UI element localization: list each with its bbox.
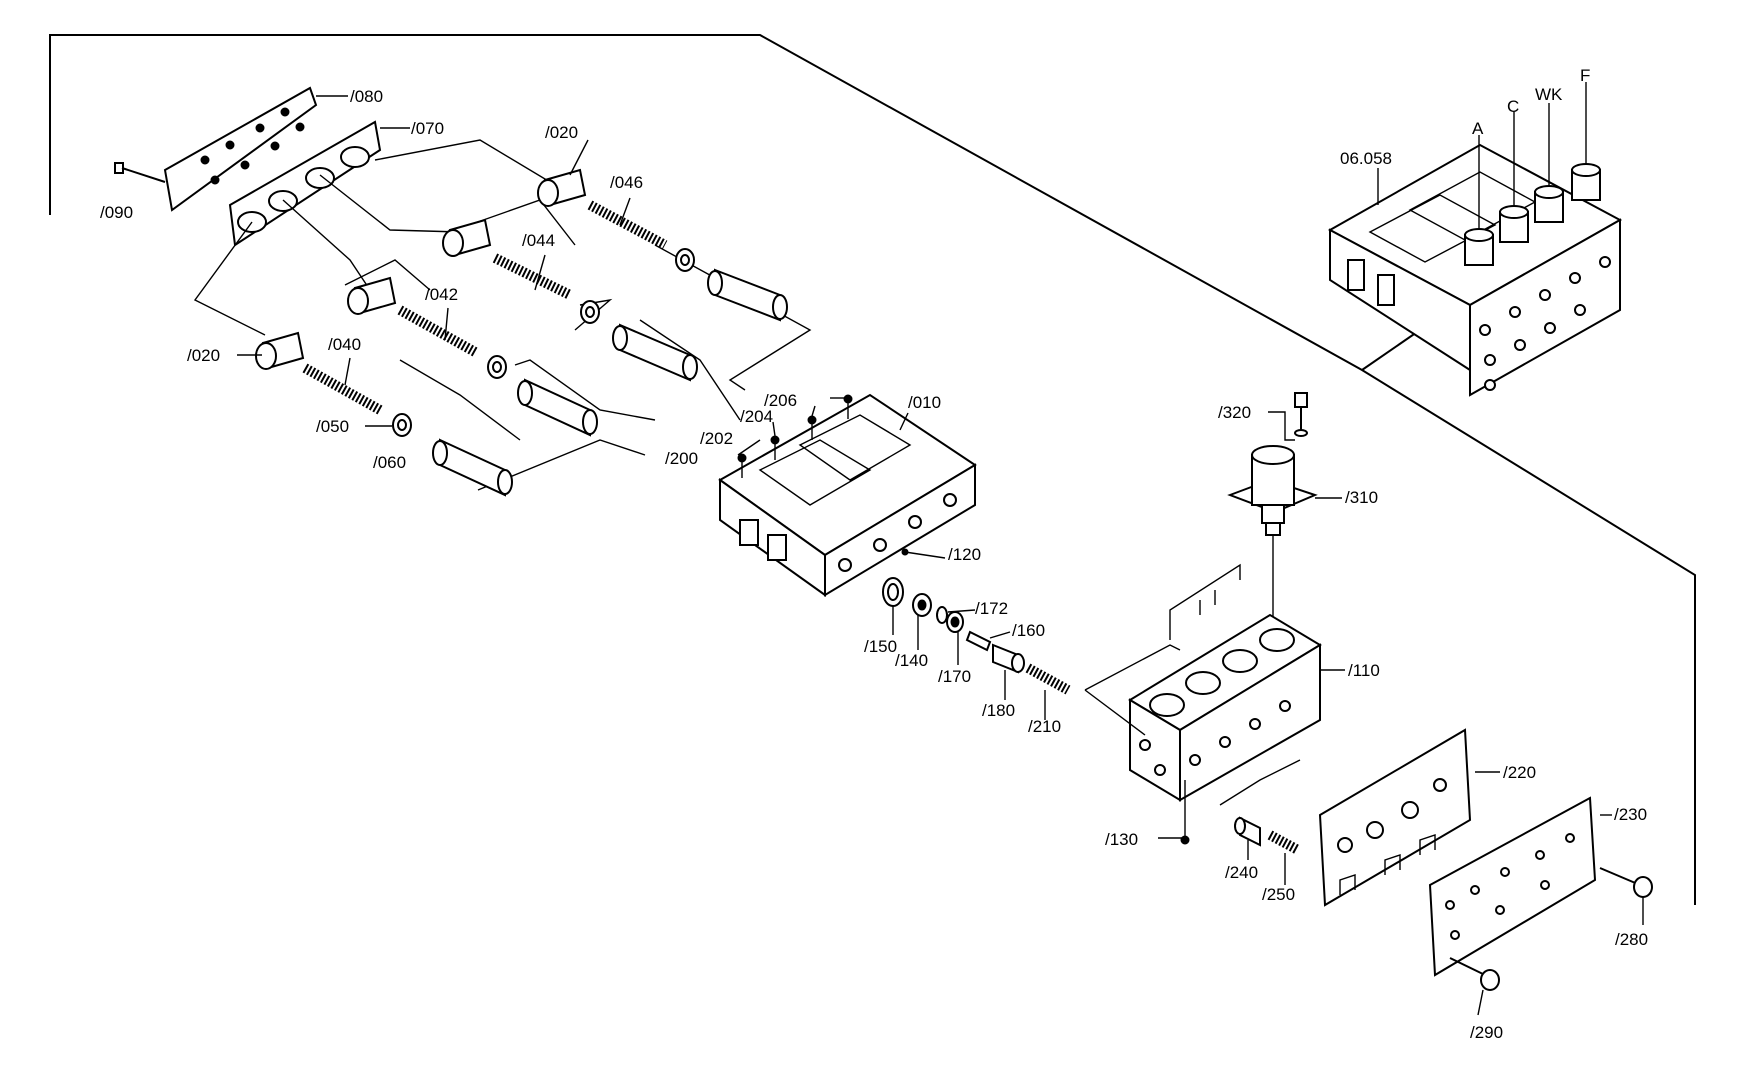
spring-044 [492,253,573,300]
label-140: /140 [895,651,928,670]
label-250: /250 [1262,885,1295,904]
washer-170 [946,611,964,633]
label-solenoid-f: F [1580,66,1590,85]
plug-140 [912,593,932,617]
label-170: /170 [938,667,971,686]
label-110: /110 [1348,661,1380,680]
label-040: /040 [328,335,361,354]
label-130: /130 [1105,830,1138,849]
label-042: /042 [425,285,458,304]
screw-320 [1294,392,1308,437]
assembly-06-058 [1327,143,1623,397]
piston-180 [992,643,1025,674]
bolt-090 [114,162,166,183]
callout-leaders [237,139,1644,1016]
plug-020-lower [255,331,305,370]
spool-060-a [707,268,788,322]
label-020-upper: /020 [545,123,578,142]
valve-body-010 [718,393,977,597]
solenoid-310 [1227,445,1318,536]
spring-046 [587,200,668,250]
gasket-070 [228,120,382,247]
washer-050 [392,248,695,437]
label-010: /010 [908,393,941,412]
cover-plate-080 [163,86,318,212]
label-180: /180 [982,701,1015,720]
spring-210 [1025,663,1071,695]
plug-120 [901,548,946,559]
spring-042 [397,305,478,357]
label-220: /220 [1503,763,1536,782]
label-090: /090 [100,203,133,222]
label-280: /280 [1615,930,1648,949]
gasket-220 [1318,728,1472,907]
ring-172 [936,606,948,624]
bolt-280 [1599,867,1653,898]
plug-020-upper [537,168,587,207]
plug-middle-1 [442,218,492,257]
spring-040 [302,363,383,415]
label-solenoid-wk: WK [1535,85,1563,104]
label-060: /060 [373,453,406,472]
cover-230 [1428,796,1597,977]
label-230: /230 [1614,805,1647,824]
label-160: /160 [1012,621,1045,640]
label-046: /046 [610,173,643,192]
label-320: /320 [1218,403,1251,422]
label-240: /240 [1225,863,1258,882]
spool-060-c [517,378,598,437]
label-202: /202 [700,429,733,448]
label-solenoid-c: C [1507,97,1519,116]
label-assembly-ref: 06.058 [1340,149,1392,168]
label-206: /206 [764,391,797,410]
outline-frame [49,34,1696,905]
label-200: /200 [665,449,698,468]
label-120: /120 [948,545,981,564]
valve-block-110 [1128,613,1322,802]
label-150: /150 [864,637,897,656]
seal-150 [882,577,904,607]
assembly-solenoid-caps [1377,82,1601,266]
bolt-290 [1449,957,1500,991]
spool-060-d [432,438,513,497]
label-solenoid-a: A [1472,119,1484,138]
label-080: /080 [350,87,383,106]
piston-240 [1234,816,1261,847]
label-210: /210 [1028,717,1061,736]
connector-lines [193,139,812,491]
spring-250 [1267,830,1301,855]
block-110-leaders [1084,563,1301,806]
label-044: /044 [522,231,555,250]
label-070: /070 [411,119,444,138]
label-310: /310 [1345,488,1378,507]
callout-labels: /080 /070 /090 /020 /046 /044 /042 /020 … [100,66,1648,1042]
label-172: /172 [975,599,1008,618]
label-020-lower: /020 [187,346,220,365]
pin-160 [965,630,992,652]
spool-060-b [612,323,698,382]
label-290: /290 [1470,1023,1503,1042]
label-204: /204 [740,407,773,426]
plug-middle-2 [347,276,397,315]
plug-130 [1180,780,1190,845]
label-050: /050 [316,417,349,436]
